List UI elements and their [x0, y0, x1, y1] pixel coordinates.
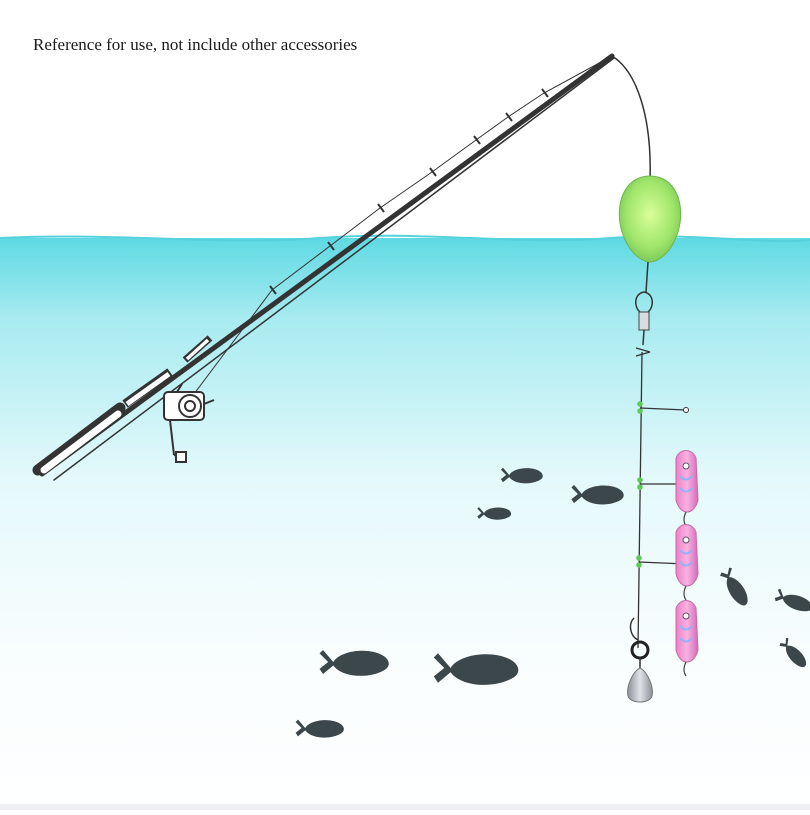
main-line-down — [637, 351, 643, 649]
bottom-edge — [0, 804, 810, 810]
dropper-branch — [637, 401, 689, 414]
page-caption: Reference for use, not include other acc… — [33, 35, 358, 54]
sinker-icon — [627, 617, 653, 703]
fishing-line-along-rod — [187, 55, 613, 403]
swivel-icon — [635, 291, 653, 357]
fishing-rod-icon — [32, 53, 615, 481]
float-icon — [618, 175, 682, 263]
spinning-reel-icon — [163, 383, 215, 463]
float-stem — [645, 261, 649, 293]
fishing-line-to-float — [611, 55, 651, 181]
water-body — [0, 238, 810, 810]
water-surface-wave — [0, 234, 810, 243]
